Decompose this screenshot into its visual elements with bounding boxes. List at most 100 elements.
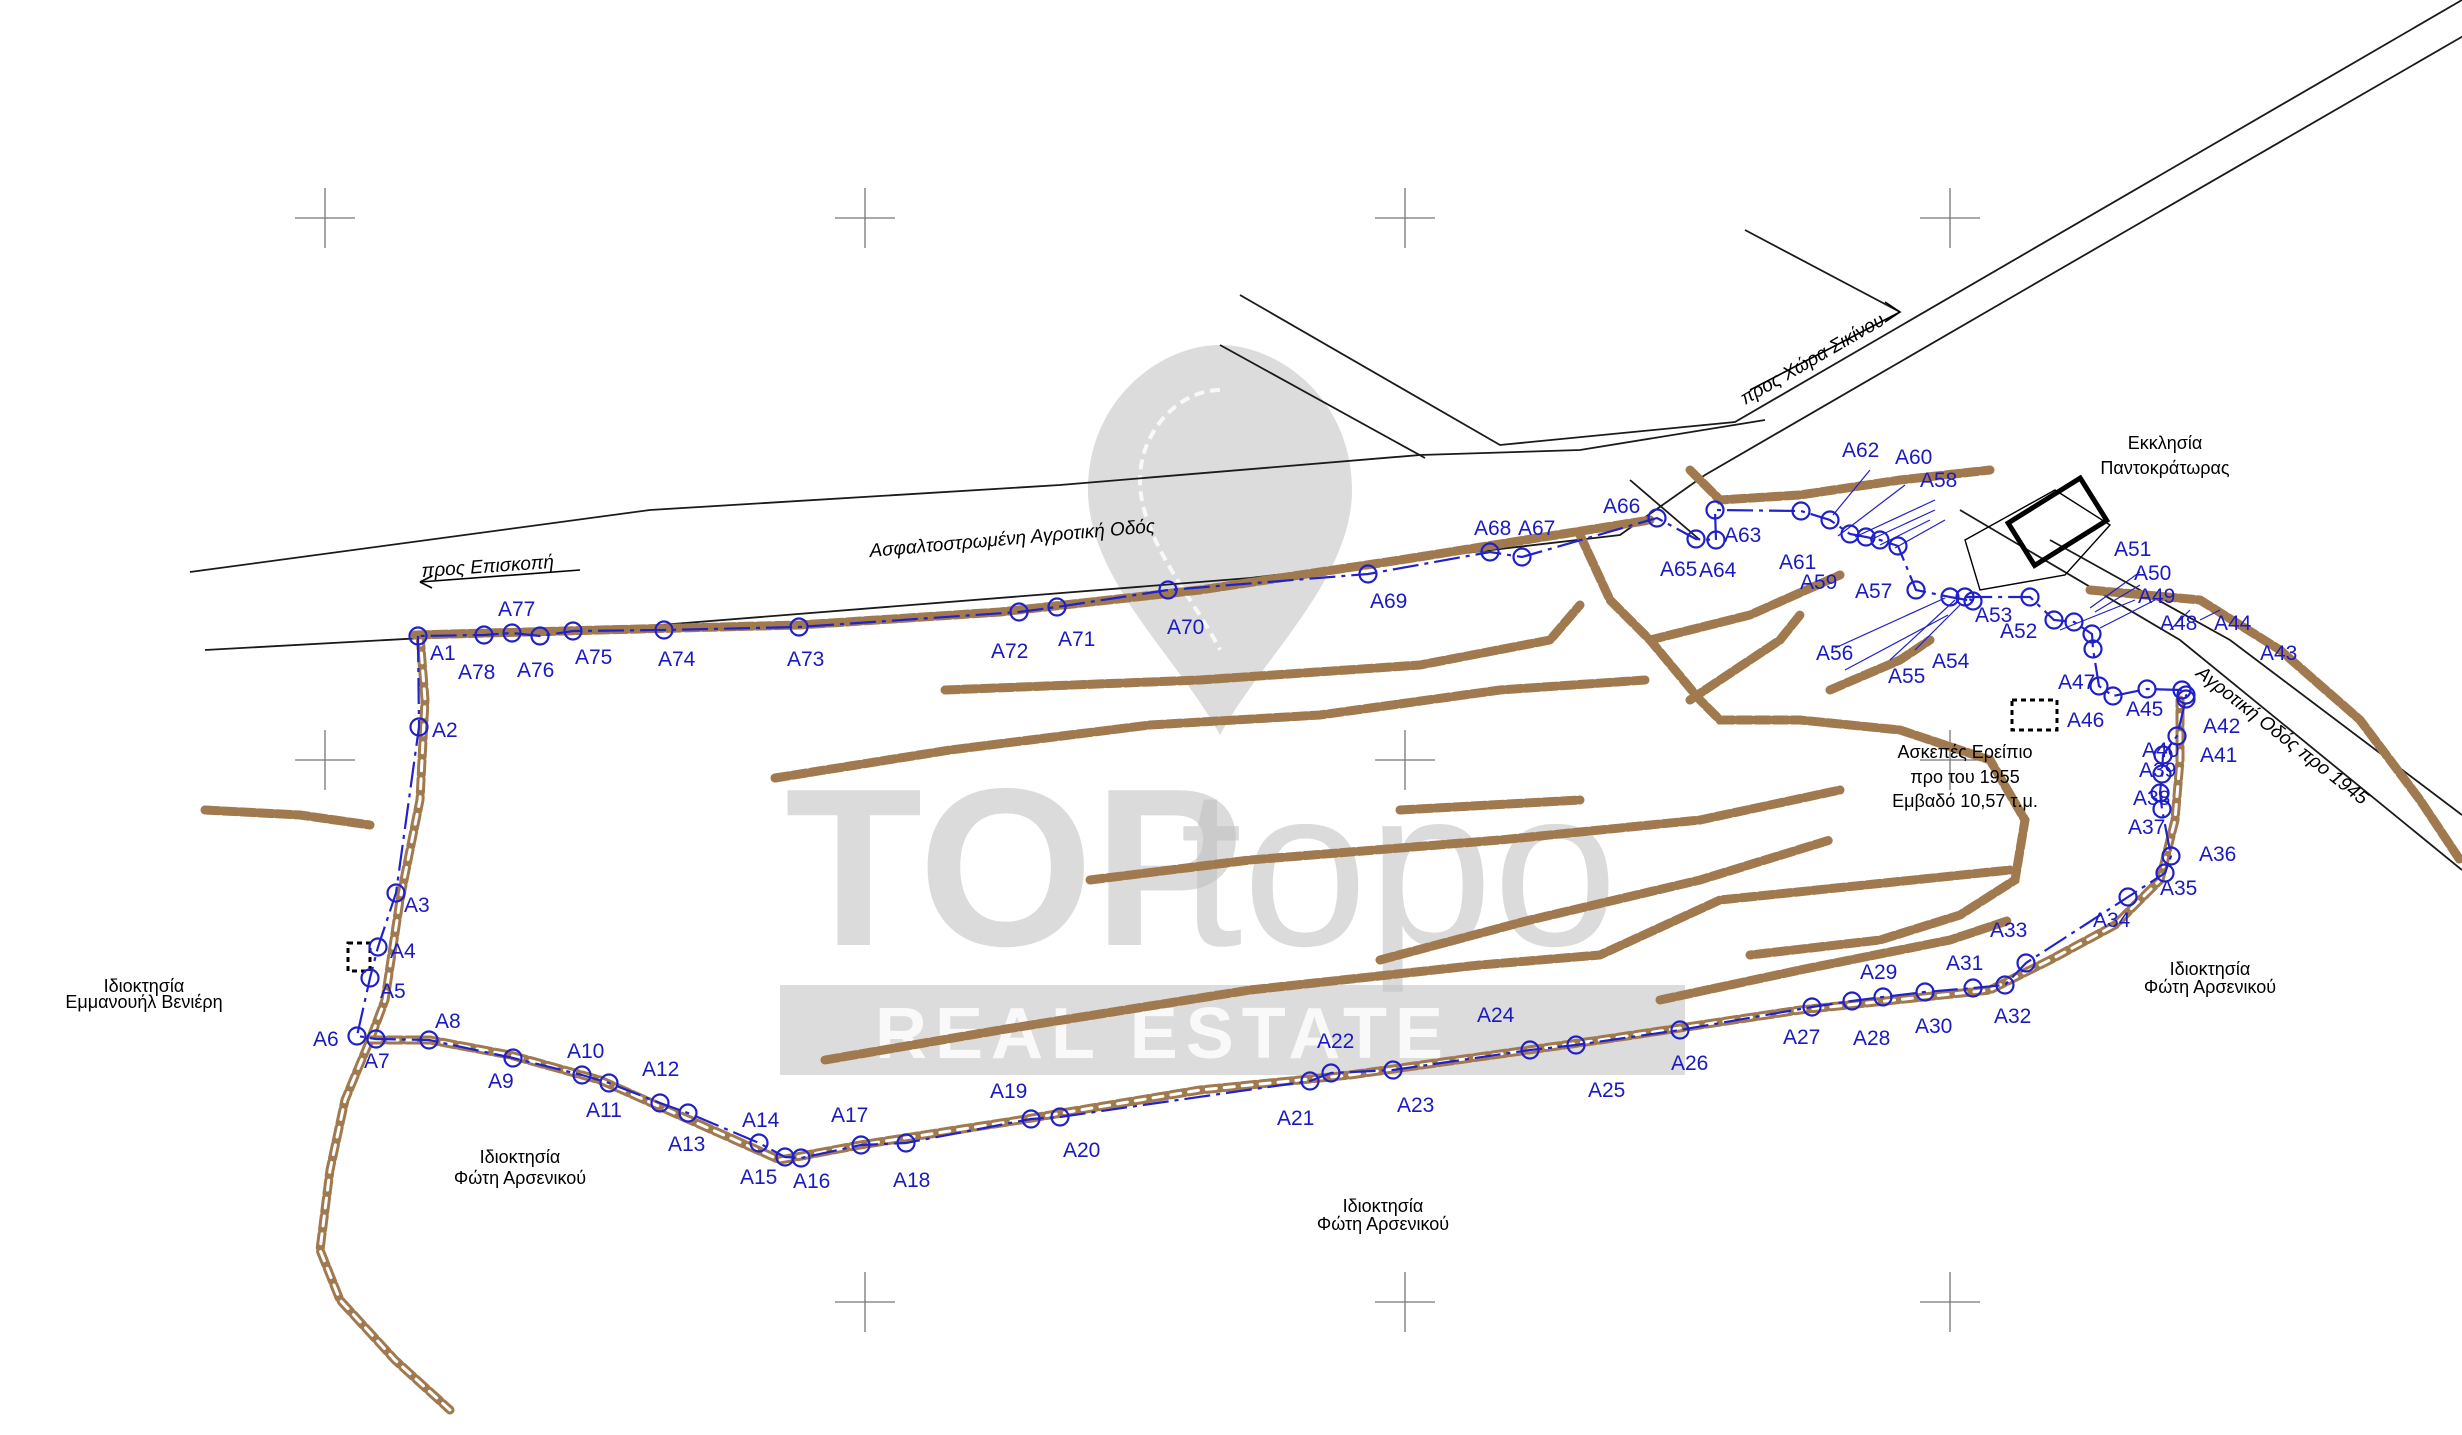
survey-point-marker <box>2137 679 2157 699</box>
survey-point-a3: A3 <box>386 883 430 917</box>
survey-point-marker <box>386 883 406 903</box>
survey-point-marker <box>1888 536 1908 556</box>
survey-point-a30: A30 <box>1915 982 1952 1038</box>
survey-point-a73: A73 <box>787 617 824 671</box>
survey-point-marker <box>1050 1107 1070 1127</box>
survey-point-marker <box>1480 542 1500 562</box>
survey-point-marker <box>1840 524 1860 544</box>
owner-west-line2: Εμμανουήλ Βενιέρη <box>65 992 222 1012</box>
parcel-boundary <box>355 508 2188 1160</box>
survey-point-marker <box>2044 610 2064 630</box>
survey-point-a66: A66 <box>1603 495 1667 528</box>
survey-point-label: A25 <box>1588 1079 1625 1102</box>
survey-point-label: A39 <box>2139 759 2176 782</box>
survey-point-a76: A76 <box>517 626 554 682</box>
survey-point-marker <box>851 1135 871 1155</box>
survey-point-a68: A68 <box>1474 517 1511 562</box>
survey-point-marker <box>1009 602 1029 622</box>
survey-point-label: A48 <box>2160 612 2197 635</box>
survey-point-marker <box>2150 783 2170 803</box>
survey-point-label: A34 <box>2093 909 2131 932</box>
survey-point-label: A32 <box>1994 1005 2031 1028</box>
survey-point-label: A53 <box>1975 604 2012 627</box>
survey-point-a2: A2 <box>409 717 458 742</box>
survey-point-marker <box>530 626 550 646</box>
survey-point-label: A47 <box>2058 671 2095 694</box>
survey-point-label: A27 <box>1783 1026 1820 1049</box>
survey-point-marker <box>408 626 428 646</box>
survey-point-a28: A28 <box>1842 991 1890 1050</box>
survey-point-marker <box>2172 680 2192 700</box>
survey-point-marker <box>654 620 674 640</box>
survey-point-a78: A78 <box>458 625 495 684</box>
survey-point-label: A68 <box>1474 517 1511 540</box>
survey-point-a35: A35 <box>2155 863 2197 900</box>
survey-point-label: A65 <box>1660 558 1697 581</box>
survey-point-label: A71 <box>1058 628 1095 651</box>
survey-point-label: A31 <box>1946 952 1983 975</box>
survey-point-marker <box>1647 508 1667 528</box>
survey-point-label: A46 <box>2067 709 2104 732</box>
survey-point-label: A36 <box>2199 843 2236 866</box>
survey-point-a13: A13 <box>668 1103 705 1156</box>
survey-point-marker <box>1670 1020 1690 1040</box>
survey-point-marker <box>1047 597 1067 617</box>
survey-point-a55: A55 <box>1888 587 1960 688</box>
survey-point-label: A14 <box>742 1109 780 1132</box>
survey-point-label: A43 <box>2260 642 2297 665</box>
survey-point-marker <box>896 1133 916 1153</box>
survey-point-label: A61 <box>1779 551 1816 574</box>
owner-southwest-line1: Ιδιοκτησία <box>480 1147 561 1167</box>
ruin-footprint <box>2010 698 2059 732</box>
survey-point-label: A22 <box>1317 1030 1354 1053</box>
survey-point-a24: A24 <box>1477 1004 1540 1060</box>
survey-point-marker <box>1906 580 1926 600</box>
survey-point-marker <box>2020 587 2040 607</box>
survey-point-marker <box>1842 991 1862 1011</box>
survey-point-label: A19 <box>990 1080 1027 1103</box>
survey-point-a40: A40 <box>2142 739 2179 765</box>
survey-point-label: A75 <box>575 646 612 669</box>
survey-point-label: A67 <box>1518 517 1555 540</box>
owner-south-line1: Ιδιοκτησία <box>1343 1196 1424 1216</box>
ruin-label-line3: Εμβαδό 10,57 τ.μ. <box>1892 791 2038 811</box>
survey-point-label: A55 <box>1888 665 1925 688</box>
survey-point-marker <box>678 1103 698 1123</box>
survey-point-a52: A52 <box>2000 587 2040 643</box>
owner-west-line1: Ιδιοκτησία <box>104 976 185 996</box>
survey-point-marker <box>1686 529 1706 549</box>
owner-southwest-line2: Φώτη Αρσενικού <box>454 1168 586 1188</box>
survey-point-a7: A7 <box>364 1029 390 1073</box>
survey-point-a41: A41 <box>2167 726 2237 767</box>
survey-point-marker <box>789 617 809 637</box>
survey-point-a71: A71 <box>1047 597 1095 651</box>
survey-point-marker <box>503 1048 523 1068</box>
survey-point-label: A29 <box>1860 961 1897 984</box>
survey-point-a14: A14 <box>742 1109 780 1153</box>
survey-point-marker <box>2176 685 2196 705</box>
survey-point-marker <box>2152 764 2172 784</box>
survey-point-marker <box>572 1065 592 1085</box>
survey-point-a4: A4 <box>368 937 416 963</box>
survey-point-label: A6 <box>313 1028 339 1051</box>
survey-point-a56: A56 <box>1816 580 1926 665</box>
survey-point-a62: A62 <box>1791 439 1879 521</box>
survey-point-a47: A47 <box>2058 671 2109 696</box>
survey-point-label: A74 <box>658 648 696 671</box>
survey-point-label: A50 <box>2134 562 2171 585</box>
survey-point-marker <box>2089 676 2109 696</box>
survey-point-a65: A65 <box>1660 529 1706 581</box>
survey-point-a31: A31 <box>1946 952 1983 998</box>
survey-point-marker <box>650 1093 670 1113</box>
survey-point-a25: A25 <box>1566 1035 1625 1102</box>
survey-point-label: A60 <box>1895 446 1932 469</box>
watermark-tagline-bar <box>780 985 1685 1075</box>
survey-point-label: A57 <box>1855 580 1892 603</box>
survey-point-label: A37 <box>2128 816 2165 839</box>
survey-point-a45: A45 <box>2126 679 2163 721</box>
survey-point-a50: A50 <box>2064 562 2171 632</box>
survey-point-a16: A16 <box>791 1148 830 1193</box>
survey-point-marker <box>419 1030 439 1050</box>
survey-point-marker <box>1706 530 1726 550</box>
survey-point-marker <box>2155 863 2175 883</box>
